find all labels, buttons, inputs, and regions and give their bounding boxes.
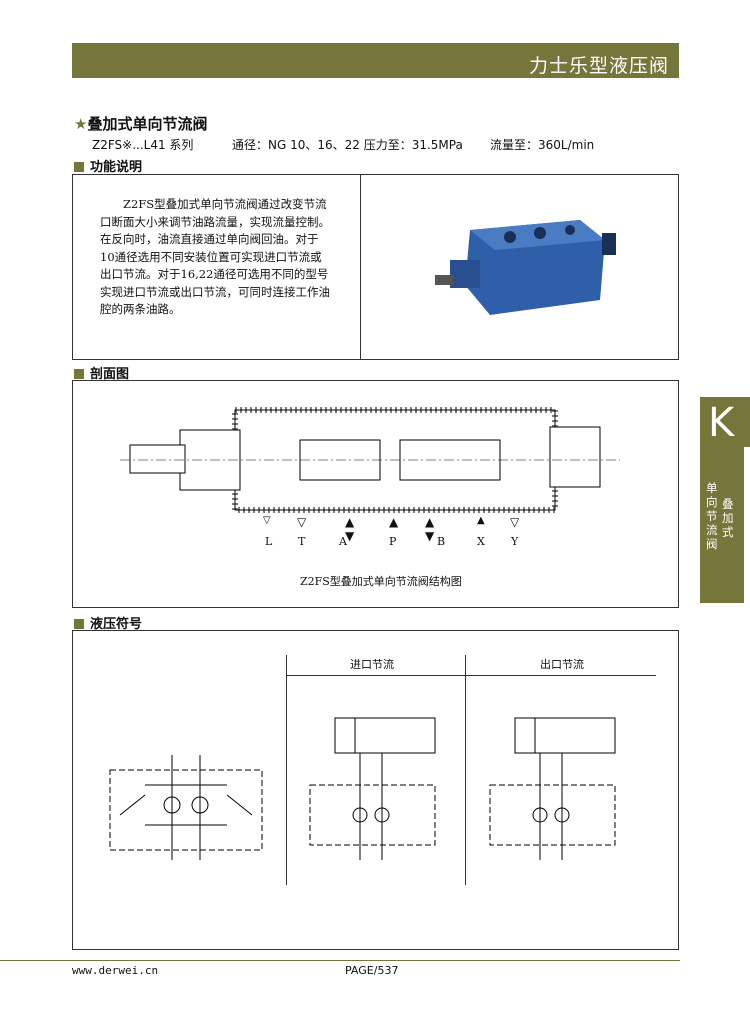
flow: 流量至：360L/min [490,138,595,152]
section-caption: Z2FS型叠加式单向节流阀结构图 [300,575,462,588]
page-header: 力士乐型液压阀 [72,43,679,78]
side-tab: K 单向节流阀 叠加式 [700,397,750,603]
port-L: L [265,535,273,548]
footer-url: www.derwei.cn [72,964,159,977]
section-label: 液压符号 [90,617,143,632]
section-symbol: 液压符号 [74,613,142,632]
star-icon: ★ [74,115,88,133]
function-box [72,174,679,360]
product-title-text: 叠加式单向节流阀 [87,115,208,133]
tab-text-2: 叠加式 [722,497,734,539]
symbol-box [72,630,679,950]
port-X: X [477,535,485,548]
tab-text-1: 单向节流阀 [706,481,718,551]
section-function: 功能说明 [74,156,142,175]
bore-pressure: 通径：NG 10、16、22 压力至：31.5MPa [232,138,463,152]
description: Z2FS型叠加式单向节流阀通过改变节流口断面大小来调节油路流量，实现流量控制。在… [100,197,330,316]
port-labels: L T A P B X Y ▽▽ ▲▼ ▲ ▲▼ ▲▽ [263,515,520,548]
product-title: ★叠加式单向节流阀 [74,113,207,134]
hydraulic-symbols [109,717,616,860]
port-B: B [437,535,446,548]
inlet-throttle-label: 进口节流 [350,658,394,671]
tab-letter: K [708,400,735,446]
port-A: A [339,535,347,548]
section-label: 功能说明 [90,160,143,175]
outlet-throttle-label: 出口节流 [540,658,584,671]
port-P: P [389,535,397,548]
section-view: 剖面图 [74,363,129,382]
series: Z2FS※...L41 系列 [92,138,194,152]
port-T: T [298,535,306,548]
port-Y: Y [511,535,519,548]
valve-photo [435,220,616,315]
section-label: 剖面图 [90,367,130,382]
footer-rule [0,960,680,961]
section-box [72,380,679,608]
section-drawing [120,407,620,513]
page-number: PAGE/537 [345,964,399,977]
